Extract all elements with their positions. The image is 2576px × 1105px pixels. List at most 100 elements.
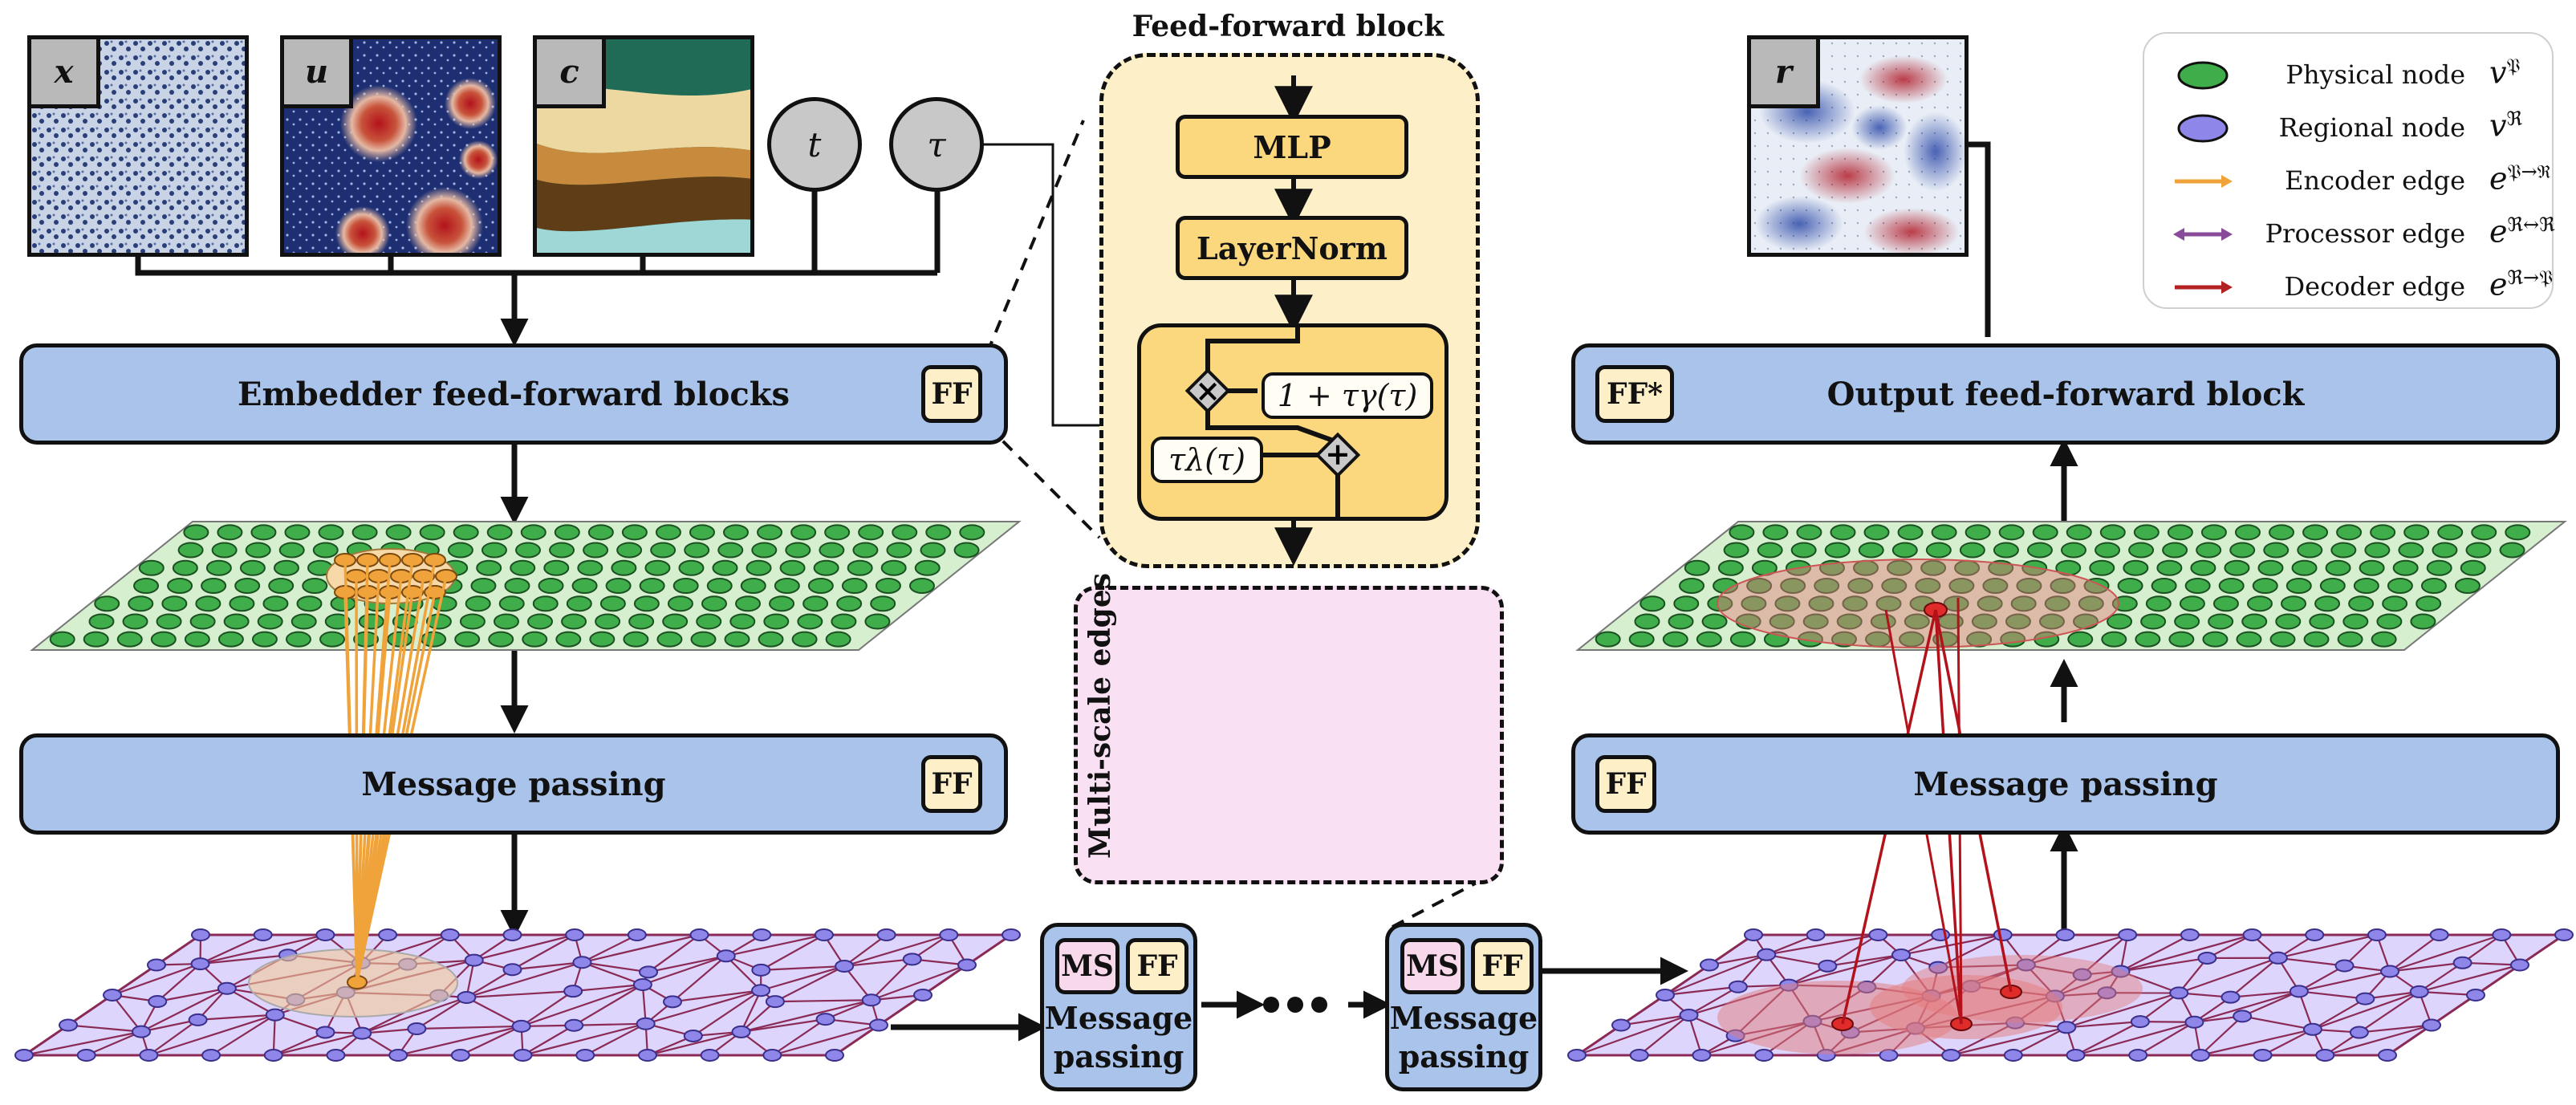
- ff-tag-mp-1: FF: [1126, 938, 1188, 994]
- physical-node: [385, 524, 412, 541]
- physical-node: [302, 578, 328, 594]
- embedder-ff-tag: FF: [921, 365, 982, 423]
- physical-node: [2499, 542, 2525, 559]
- regional-node: [700, 1049, 720, 1062]
- regional-node: [2066, 1049, 2086, 1062]
- mlp-block: MLP: [1176, 115, 1408, 179]
- physical-node: [493, 613, 519, 630]
- physical-node: [184, 631, 210, 648]
- physical-node: [201, 578, 227, 594]
- regional-node: [572, 956, 592, 969]
- regional-node: [326, 1049, 346, 1062]
- regional-node: [1002, 928, 1021, 941]
- physical-node: [2038, 613, 2065, 630]
- regional-node: [511, 1019, 531, 1033]
- physical-node: [2302, 524, 2329, 541]
- legend-physical-node-symbol: v𝔓: [2489, 55, 2521, 91]
- regional-node: [2055, 928, 2075, 941]
- physical-node: [623, 631, 649, 648]
- physical-node: [605, 578, 632, 594]
- regional-node: [2184, 1015, 2204, 1029]
- physical-node: [88, 613, 115, 630]
- physical-node: [2005, 613, 2031, 630]
- regional-node: [2452, 956, 2472, 969]
- regional-node: [2016, 958, 2036, 972]
- physical-node: [2303, 631, 2330, 648]
- physical-node: [790, 524, 817, 541]
- regional-node: [253, 928, 273, 941]
- regional-node: [1868, 928, 1888, 941]
- physical-node: [2145, 595, 2172, 612]
- physical-node: [223, 613, 250, 630]
- physical-node: [2032, 524, 2058, 541]
- physical-node: [1713, 578, 1739, 594]
- physical-node: [656, 631, 683, 648]
- left-flow-arrows: [500, 443, 1688, 1042]
- physical-node: [616, 542, 643, 559]
- regional-node: [388, 1049, 408, 1062]
- physical-node: [447, 542, 473, 559]
- regional-node: [1692, 1049, 1712, 1062]
- regional-node-plane-right: [1567, 928, 2574, 1062]
- physical-node: [1836, 613, 1863, 630]
- physical-node: [2128, 542, 2155, 559]
- regional-node: [2268, 951, 2288, 965]
- physical-node: [1701, 613, 1728, 630]
- physical-node: [273, 559, 299, 576]
- regional-node: [2334, 959, 2355, 973]
- regional-node: [2128, 1049, 2148, 1062]
- lambda-formula: τλ(τ): [1151, 437, 1263, 483]
- c-badge: c: [537, 39, 606, 108]
- physical-node: [1796, 524, 1822, 541]
- physical-node: [1746, 578, 1773, 594]
- physical-node: [825, 631, 851, 648]
- regional-node: [2302, 1022, 2322, 1036]
- physical-node: [1595, 631, 1621, 648]
- regional-node: [2233, 1010, 2253, 1023]
- physical-node: [2370, 524, 2396, 541]
- physical-node: [577, 559, 603, 576]
- physical-node: [83, 631, 109, 648]
- multiscale-edges-title: Multi-scale edges: [1083, 573, 1117, 859]
- regional-node: [1629, 1049, 1649, 1062]
- physical-node: [1965, 524, 1991, 541]
- physical-node: [549, 542, 575, 559]
- physical-node: [257, 613, 283, 630]
- physical-node: [1824, 542, 1851, 559]
- physical-node: [245, 542, 271, 559]
- physical-node: [2168, 631, 2195, 648]
- output-r-thumbnail: r: [1747, 35, 1969, 257]
- physical-node: [318, 524, 344, 541]
- physical-node: [217, 524, 243, 541]
- physical-node: [211, 542, 238, 559]
- physical-node: [2135, 631, 2161, 648]
- mp-label-1-line2: passing: [1053, 1038, 1184, 1075]
- regional-node: [1567, 1049, 1587, 1062]
- physical-node: [2184, 578, 2211, 594]
- physical-node: [2454, 578, 2481, 594]
- physical-node: [2101, 631, 2127, 648]
- regional-node: [565, 928, 585, 941]
- physical-node: [205, 559, 232, 576]
- physical-node: [2337, 631, 2363, 648]
- physical-node: [2089, 559, 2115, 576]
- ff-detail-title: Feed-forward block: [1132, 10, 1444, 43]
- regional-node: [315, 928, 335, 941]
- physical-node: [813, 559, 839, 576]
- regional-node: [752, 928, 772, 941]
- physical-node: [678, 559, 705, 576]
- regional-node: [913, 989, 932, 1001]
- physical-node: [156, 613, 182, 630]
- physical-node: [1757, 542, 1783, 559]
- physical-node: [2083, 578, 2110, 594]
- physical-node: [2342, 613, 2369, 630]
- physical-node: [133, 578, 160, 594]
- physical-node: [836, 595, 863, 612]
- physical-node: [908, 578, 935, 594]
- u-badge: u: [284, 39, 353, 108]
- physical-node: [538, 578, 564, 594]
- physical-node: [864, 613, 891, 630]
- add-symbol: +: [1325, 436, 1351, 472]
- physical-node: [880, 559, 907, 576]
- physical-node: [1639, 595, 1666, 612]
